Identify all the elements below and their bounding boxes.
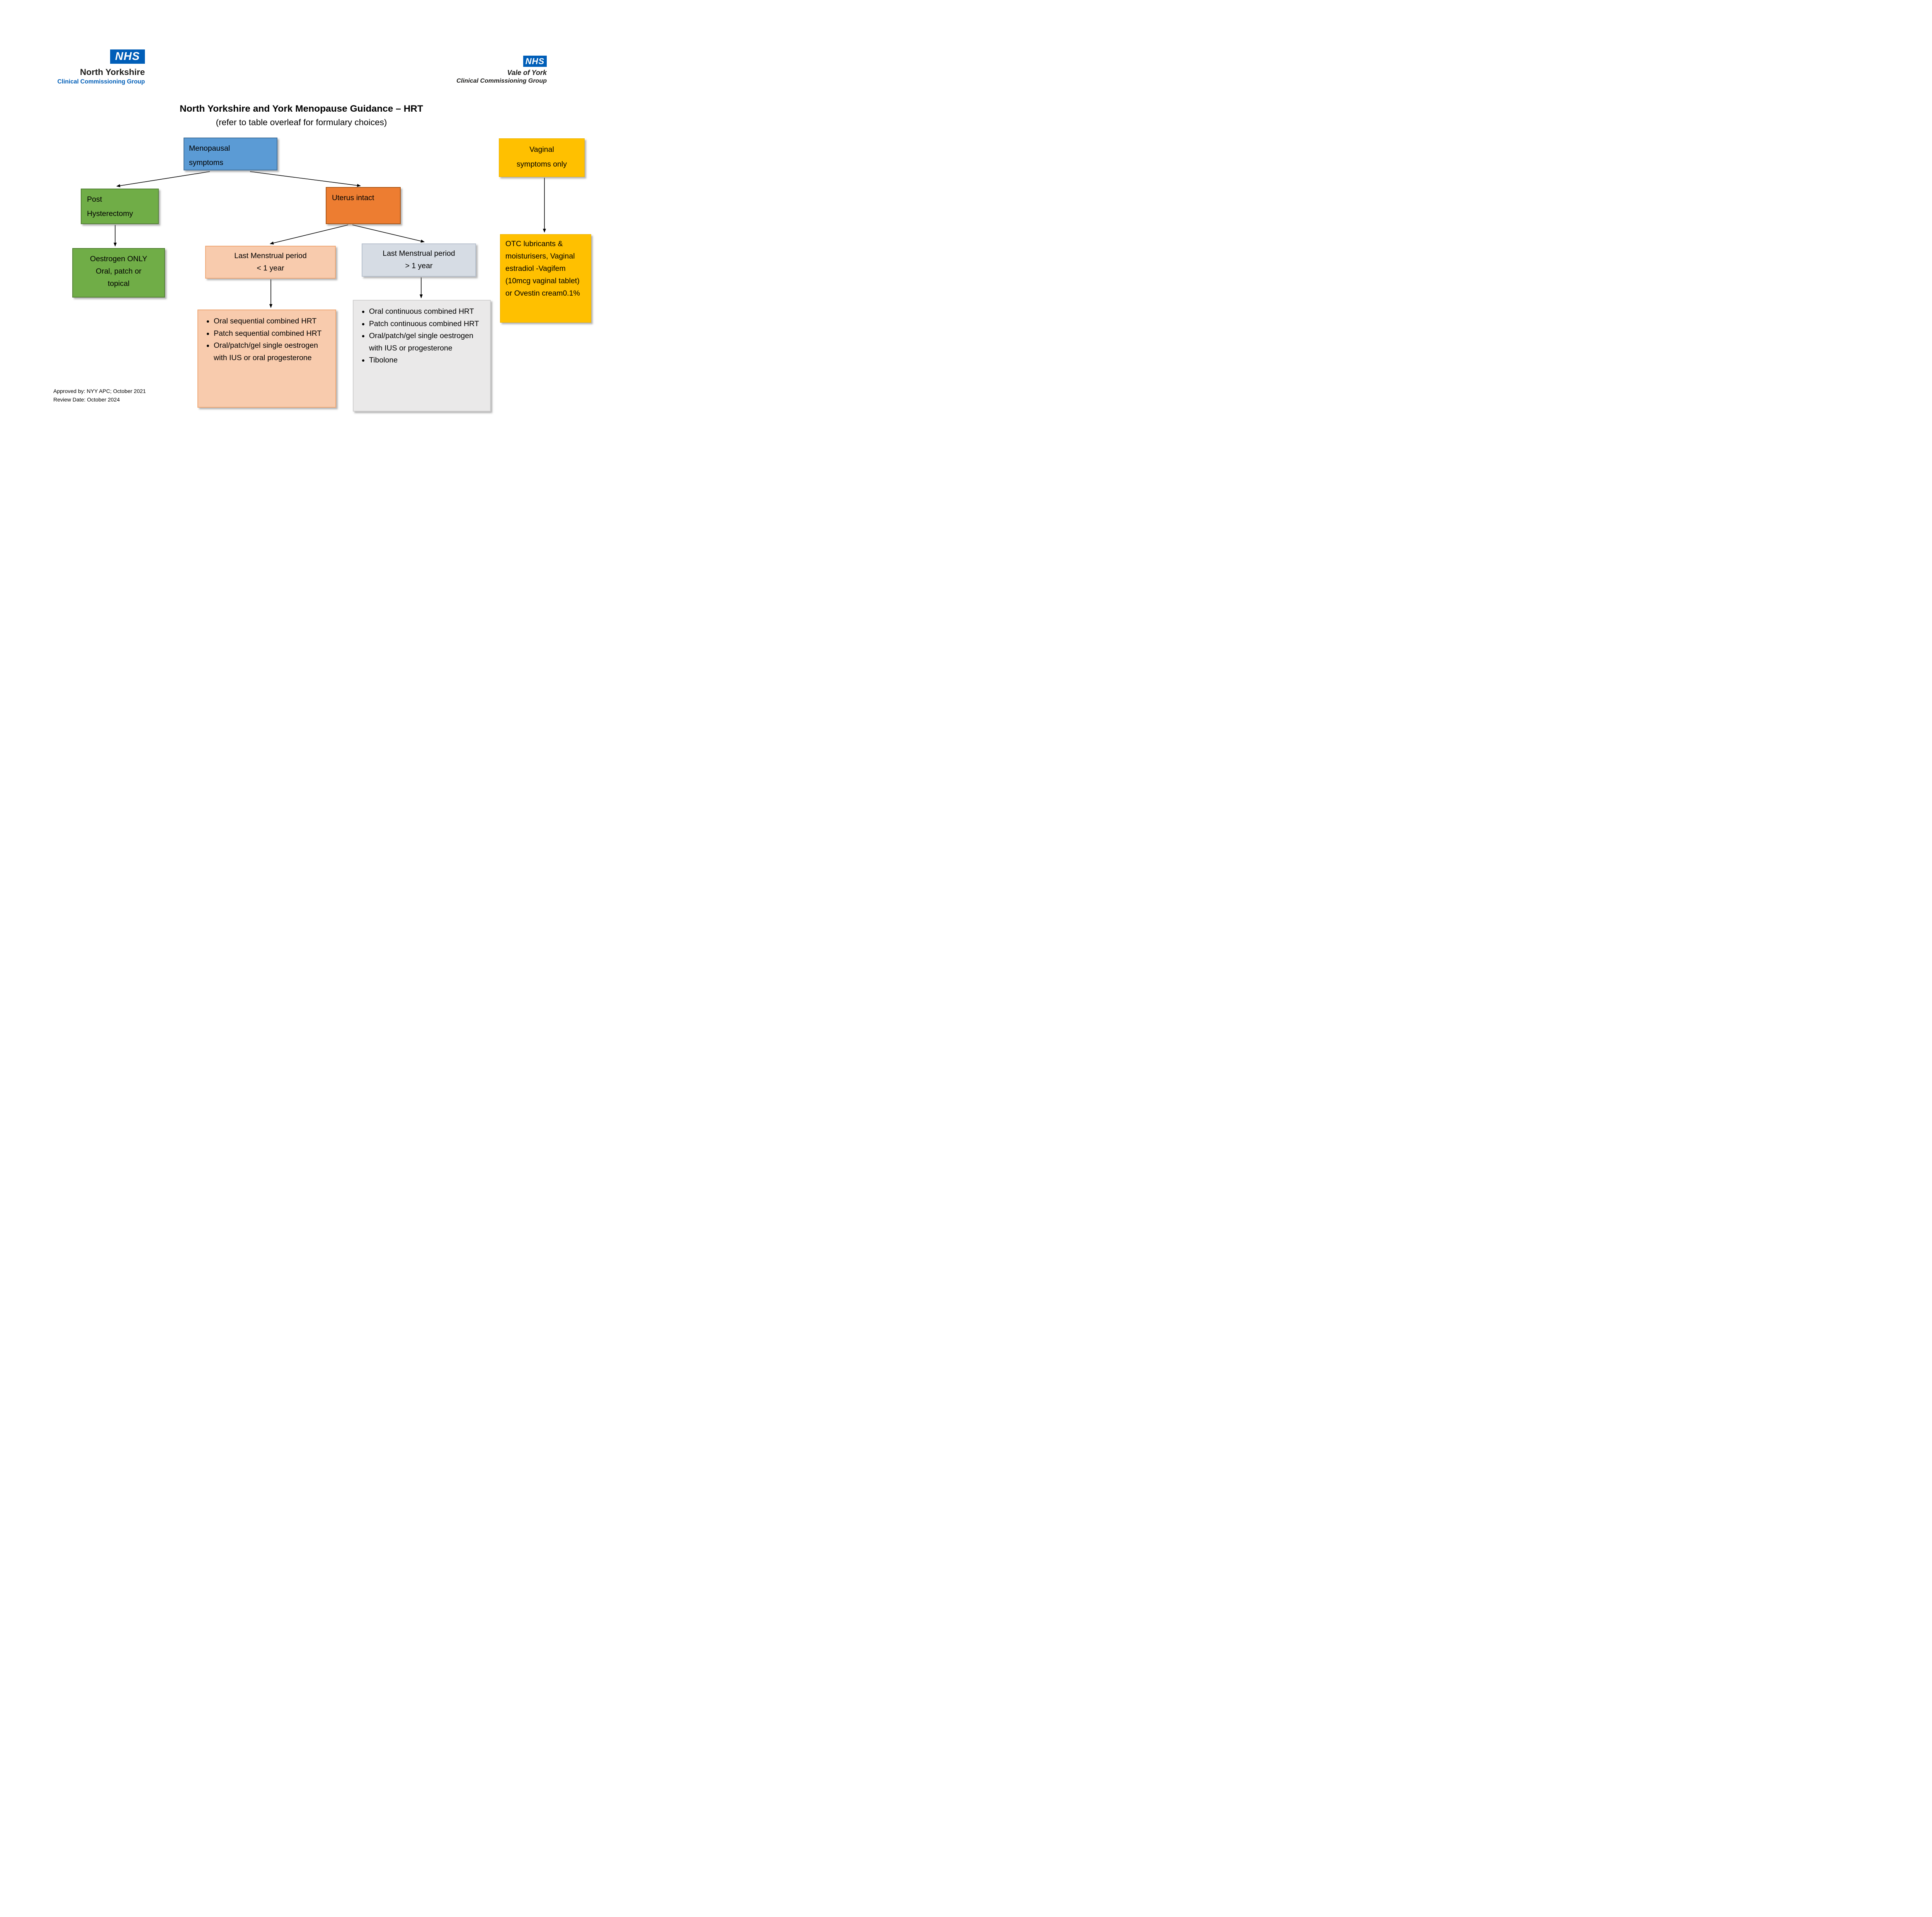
node-text-line: Oral, patch or xyxy=(95,267,142,276)
node-otc-lubricants: OTC lubricants & moisturisers, Vaginal e… xyxy=(500,234,591,323)
node-continuous-hrt-options: Oral continuous combined HRTPatch contin… xyxy=(353,300,491,412)
nhs-logo-text: NHS xyxy=(115,50,140,63)
arrow-menopausal-to-uterus-intact xyxy=(250,171,361,187)
node-lmp-under-1-year: Last Menstrual period < 1 year xyxy=(205,246,336,279)
document-page: NHS North Yorkshire Clinical Commissioni… xyxy=(0,0,603,426)
bullet-list: Oral continuous combined HRTPatch contin… xyxy=(369,306,487,367)
bullet-item: Oral continuous combined HRT xyxy=(369,306,487,318)
page-title: North Yorkshire and York Menopause Guida… xyxy=(180,104,423,114)
page-subtitle: (refer to table overleaf for formulary c… xyxy=(216,117,387,127)
bullet-item: Tibolone xyxy=(369,354,487,367)
node-text-line: symptoms xyxy=(189,158,223,167)
nhs-vale-of-york-logo: NHS Vale of York Clinical Commissioning … xyxy=(437,56,547,85)
review-date-text: Review Date: October 2024 xyxy=(53,396,120,403)
nhs-north-yorkshire-logo: NHS North Yorkshire Clinical Commissioni… xyxy=(51,49,145,85)
logo-org-name: North Yorkshire xyxy=(80,67,145,77)
nhs-logo-icon: NHS xyxy=(110,49,145,64)
node-text-line: Uterus intact xyxy=(332,194,374,202)
arrow-menopausal-to-post-hysterectomy xyxy=(116,171,210,187)
node-text-line: < 1 year xyxy=(257,264,284,272)
node-sequential-hrt-options: Oral sequential combined HRTPatch sequen… xyxy=(197,310,336,408)
bullet-list: Oral sequential combined HRTPatch sequen… xyxy=(214,315,332,364)
bullet-item: Oral/patch/gel single oestrogen with IUS… xyxy=(214,340,332,364)
node-text-line: > 1 year xyxy=(405,262,433,270)
bullet-item: Oral sequential combined HRT xyxy=(214,315,332,328)
approved-by-text: Approved by: NYY APC; October 2021 xyxy=(53,388,146,394)
node-text-line: symptoms only xyxy=(516,160,567,168)
node-text-line: Hysterectomy xyxy=(87,209,133,218)
node-text-line: Oestrogen ONLY xyxy=(90,255,148,263)
logo-group-name: Clinical Commissioning Group xyxy=(57,78,145,85)
bullet-item: Oral/patch/gel single oestrogen with IUS… xyxy=(369,330,487,354)
node-text-line: Last Menstrual period xyxy=(383,249,455,258)
node-uterus-intact: Uterus intact xyxy=(326,187,401,224)
node-vaginal-symptoms-only: Vaginal symptoms only xyxy=(499,138,585,177)
node-text-line: Menopausal xyxy=(189,144,230,153)
node-menopausal-symptoms: Menopausal symptoms xyxy=(184,138,277,170)
logo-org-name: Vale of York xyxy=(507,69,547,77)
nhs-logo-icon: NHS xyxy=(523,56,547,67)
title-block: North Yorkshire and York Menopause Guida… xyxy=(0,104,603,128)
approval-footer: Approved by: NYY APC; October 2021 Revie… xyxy=(53,387,146,404)
arrow-uterus-to-lmp-over-1 xyxy=(352,225,425,243)
node-text-line: Last Menstrual period xyxy=(234,252,307,260)
node-text-line: Vaginal xyxy=(529,145,554,154)
node-text: OTC lubricants & moisturisers, Vaginal e… xyxy=(505,240,580,298)
nhs-logo-text: NHS xyxy=(525,56,545,66)
bullet-item: Patch continuous combined HRT xyxy=(369,318,487,330)
arrow-uterus-to-lmp-under-1 xyxy=(270,225,349,245)
logo-group-name: Clinical Commissioning Group xyxy=(456,78,547,84)
node-lmp-over-1-year: Last Menstrual period > 1 year xyxy=(362,243,476,277)
node-oestrogen-only: Oestrogen ONLY Oral, patch or topical xyxy=(72,248,165,298)
node-text-line: Post xyxy=(87,195,102,204)
bullet-item: Patch sequential combined HRT xyxy=(214,328,332,340)
node-post-hysterectomy: Post Hysterectomy xyxy=(81,189,159,224)
node-text-line: topical xyxy=(107,279,130,288)
